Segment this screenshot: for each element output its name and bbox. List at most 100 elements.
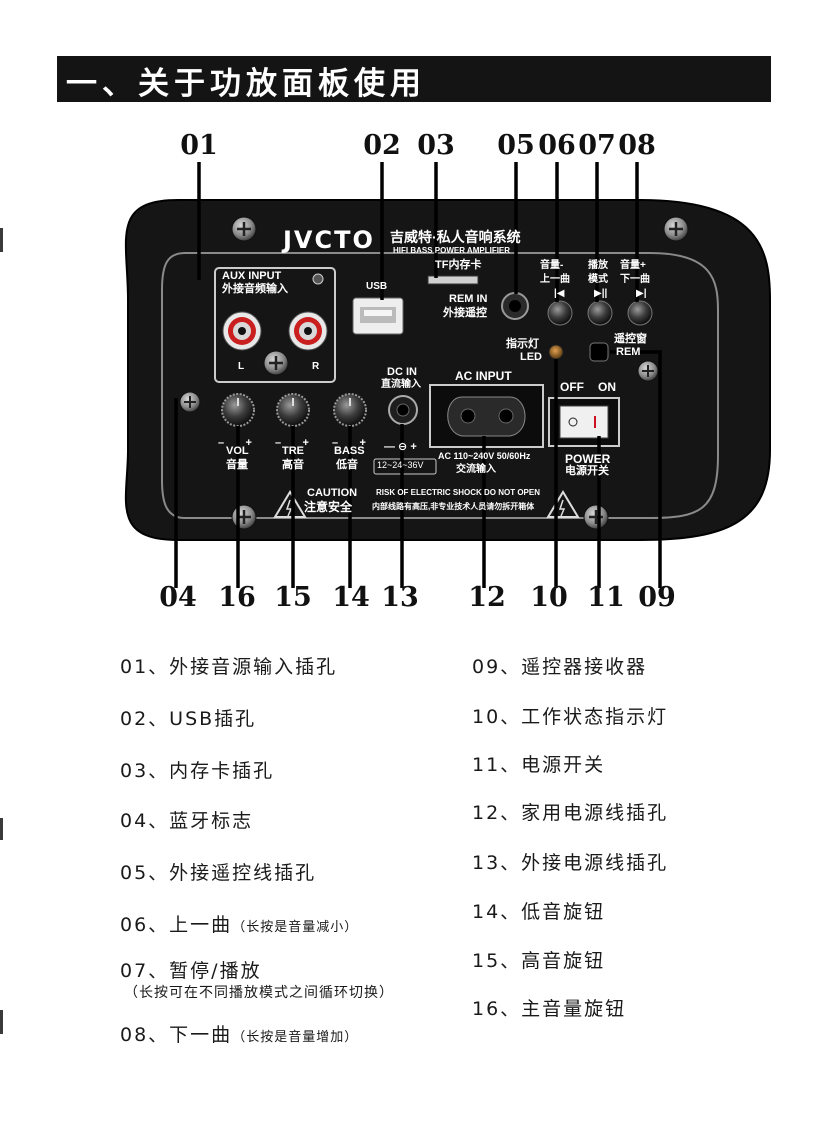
- led-label-en: LED: [520, 351, 542, 363]
- next-label-2: 下一曲: [620, 274, 650, 285]
- legend-item-07-note: （长按可在不同播放模式之间循环切换）: [124, 985, 394, 1001]
- ac-label-en: AC INPUT: [455, 369, 512, 383]
- tf-slot: [427, 275, 479, 285]
- page-title: 一、关于功放面板使用: [66, 66, 426, 102]
- callout-number: 06: [538, 130, 576, 161]
- screw: [663, 216, 689, 242]
- rca-jack-left: [222, 311, 262, 351]
- ac-spec-label: AC 110~240V 50/60Hz: [438, 451, 531, 461]
- led-label-cn: 指示灯: [506, 338, 539, 350]
- callout-number: 02: [363, 130, 401, 161]
- next-button: [627, 300, 653, 326]
- power-label-en: POWER: [565, 452, 611, 466]
- screw: [637, 360, 659, 382]
- bass-minus-plus: – +: [332, 437, 366, 449]
- title-bar: [57, 56, 771, 102]
- rem-in-label-cn: 外接遥控: [443, 307, 487, 319]
- callout-number: 09: [638, 582, 676, 613]
- tf-label: TF内存卡: [435, 259, 482, 271]
- play-pause-icon: ▶||: [594, 288, 608, 299]
- callout-number: 03: [417, 130, 455, 161]
- rem-label-en: REM: [616, 346, 641, 358]
- bass-label-en: BASS: [334, 445, 365, 457]
- screw: [179, 391, 201, 413]
- play-label-2: 模式: [588, 274, 608, 285]
- edge-mark: [0, 818, 3, 840]
- callout-number: 10: [530, 582, 568, 613]
- tre-label-cn: 高音: [282, 459, 304, 471]
- prev-label-1: 音量-: [540, 260, 564, 271]
- edge-mark: [0, 1010, 3, 1034]
- rem-in-jack: [501, 292, 529, 320]
- legend-item-04: 04、蓝牙标志: [120, 810, 254, 832]
- tre-minus-plus: – +: [275, 437, 309, 449]
- dc-label-cn: 直流输入: [381, 379, 421, 390]
- remote-receiver-window: [589, 342, 609, 362]
- callout-number: 01: [180, 130, 218, 161]
- legend-item-06: 06、上一曲（长按是音量减小）: [120, 914, 359, 936]
- risk-label-cn: 内部线路有高压,非专业技术人员请勿拆开箱体: [372, 502, 535, 511]
- switch-on-label: ON: [598, 380, 616, 394]
- next-label-1: 音量+: [620, 260, 646, 271]
- brand-logo: JVCTO: [283, 226, 375, 254]
- screw: [231, 216, 257, 242]
- vol-minus-plus: – +: [218, 437, 252, 449]
- callout-number: 12: [468, 582, 506, 613]
- dc-in-jack: [388, 395, 418, 425]
- play-label-1: 播放: [588, 260, 608, 271]
- callout-number: 13: [381, 582, 419, 613]
- legend-item-05: 05、外接遥控线插孔: [120, 862, 317, 884]
- panel-body: [124, 199, 771, 541]
- legend-item-08: 08、下一曲（长按是音量增加）: [120, 1024, 359, 1046]
- screw: [583, 504, 609, 530]
- prev-button: [547, 300, 573, 326]
- callout-number: 14: [332, 582, 370, 613]
- legend-item-09: 09、遥控器接收器: [472, 656, 648, 678]
- callout-number: 05: [497, 130, 535, 161]
- legend-item-11: 11、电源开关: [472, 754, 606, 776]
- bluetooth-icon: [312, 273, 324, 285]
- callout-number: 16: [218, 582, 256, 613]
- callout-number: 04: [159, 582, 197, 613]
- caution-label-en: CAUTION: [307, 487, 358, 499]
- rem-in-label-en: REM IN: [449, 293, 488, 305]
- callout-number: 11: [587, 582, 625, 613]
- ac-socket: [447, 396, 526, 437]
- vol-label-en: VOL: [226, 445, 249, 457]
- callout-number: 08: [618, 130, 656, 161]
- rca-jack-right: [288, 311, 328, 351]
- dc-label-en: DC IN: [387, 366, 417, 378]
- legend-item-14: 14、低音旋钮: [472, 901, 606, 923]
- legend-item-03: 03、内存卡插孔: [120, 760, 275, 782]
- legend-item-16: 16、主音量旋钮: [472, 998, 627, 1020]
- prev-label-2: 上一曲: [540, 274, 570, 285]
- aux-right-label: R: [312, 361, 320, 372]
- legend-item-12: 12、家用电源线插孔: [472, 802, 669, 824]
- tre-knob: [276, 393, 310, 427]
- legend-item-10: 10、工作状态指示灯: [472, 706, 669, 728]
- legend-note: （长按是音量减小）: [232, 920, 359, 935]
- warning-icon: [273, 490, 307, 518]
- brand-en: HIFI BASS POWER AMPLIFIER: [393, 246, 511, 255]
- screw: [263, 350, 289, 376]
- caution-label-cn: 注意安全: [304, 500, 353, 514]
- aux-left-label: L: [238, 361, 245, 372]
- switch-off-label: OFF: [560, 380, 584, 394]
- power-switch: [559, 405, 609, 439]
- callout-number: 15: [274, 582, 312, 613]
- rem-label-cn: 遥控窗: [614, 333, 647, 345]
- status-led: [548, 344, 564, 360]
- play-button: [587, 300, 613, 326]
- legend-item-02: 02、USB插孔: [120, 708, 257, 730]
- vol-knob: [221, 393, 255, 427]
- edge-mark: [0, 228, 3, 252]
- tre-label-en: TRE: [282, 445, 304, 457]
- screw: [231, 504, 257, 530]
- dc-range-box: [373, 458, 437, 475]
- aux-label-cn: 外接音频输入: [222, 283, 288, 295]
- callout-number: 07: [578, 130, 616, 161]
- ac-label-cn: 交流输入: [456, 464, 496, 475]
- risk-label-en: RISK OF ELECTRIC SHOCK DO NOT OPEN: [376, 488, 541, 497]
- dc-range-label: 12~24~36V: [377, 460, 424, 470]
- amplifier-panel-illustration: [124, 162, 771, 588]
